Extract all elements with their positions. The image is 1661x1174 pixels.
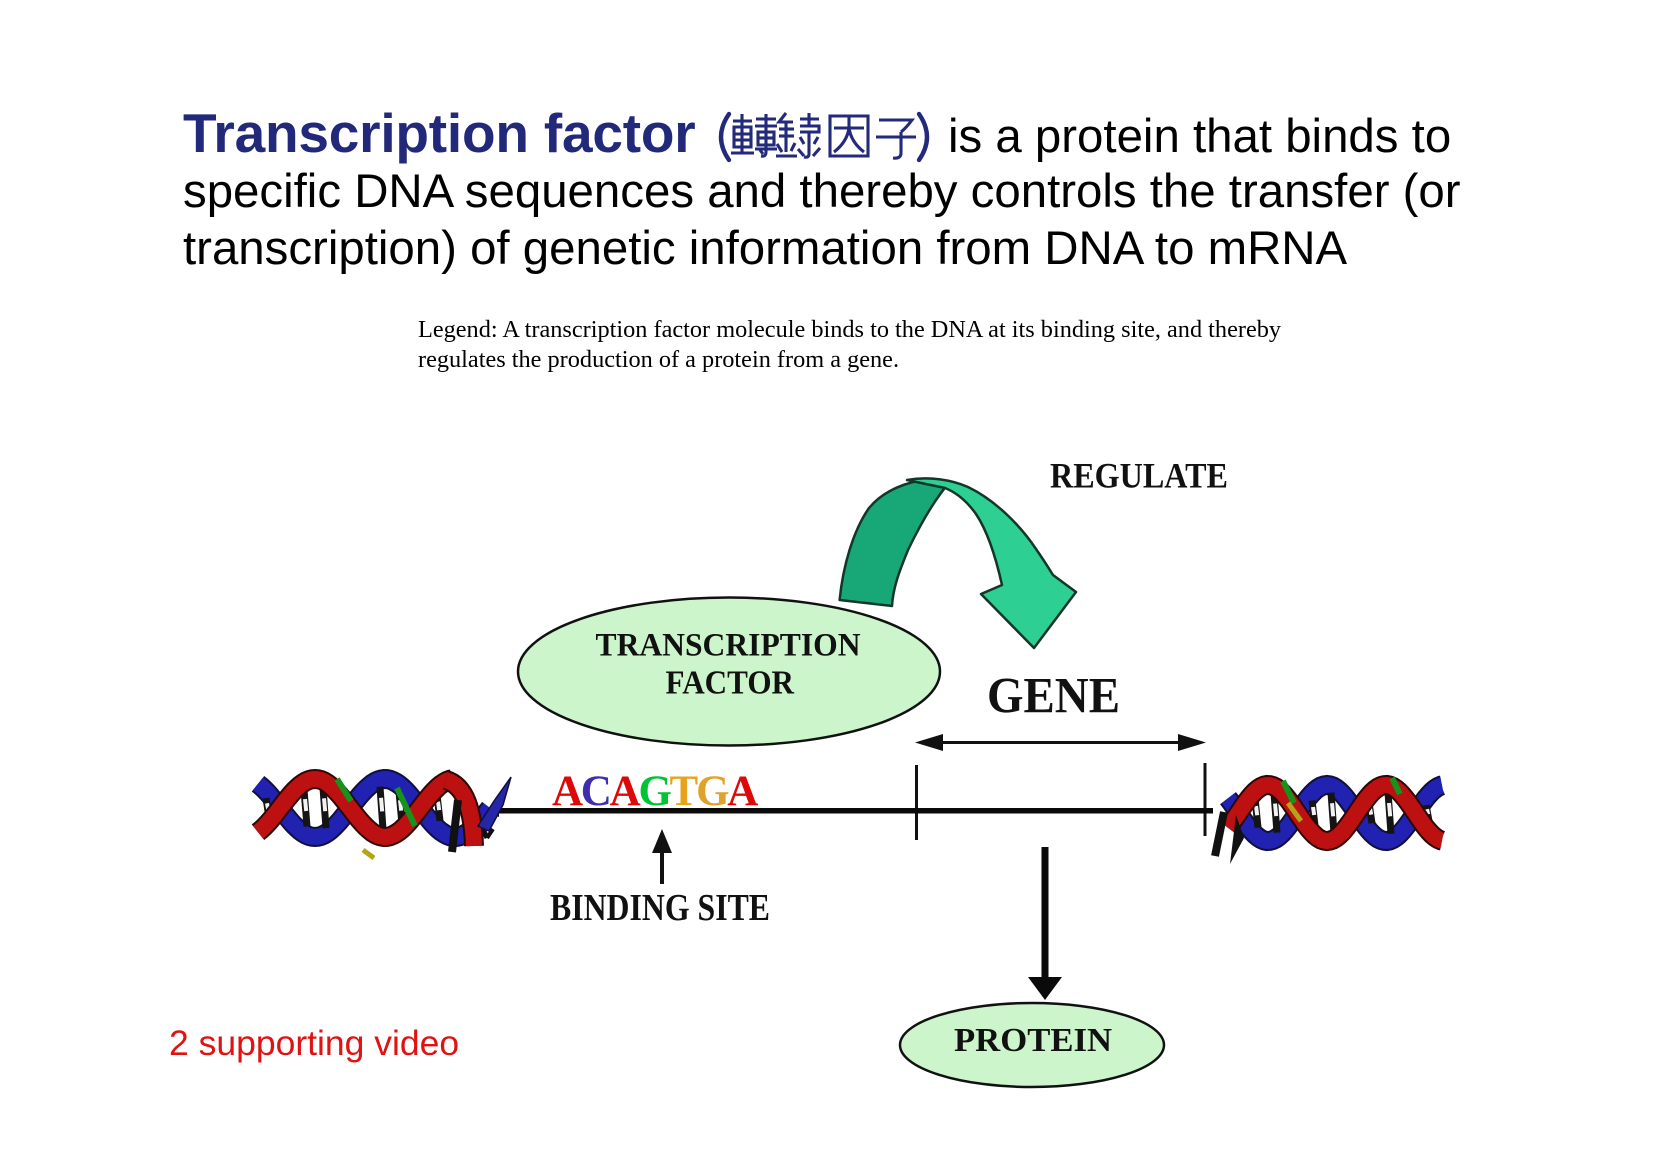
svg-text:FACTOR: FACTOR [666, 665, 795, 702]
svg-text:A: A [552, 768, 583, 815]
svg-text:T: T [670, 768, 699, 815]
svg-text:C: C [581, 768, 612, 815]
svg-text:G: G [696, 768, 729, 815]
svg-text:GENE: GENE [987, 669, 1120, 725]
svg-text:A: A [727, 768, 758, 815]
svg-text:BINDING SITE: BINDING SITE [550, 887, 770, 929]
svg-text:TRANSCRIPTION: TRANSCRIPTION [596, 628, 861, 664]
svg-text:G: G [639, 768, 672, 815]
svg-text:A: A [610, 768, 641, 815]
svg-text:REGULATE: REGULATE [1050, 455, 1228, 495]
svg-text:PROTEIN: PROTEIN [954, 1022, 1112, 1059]
